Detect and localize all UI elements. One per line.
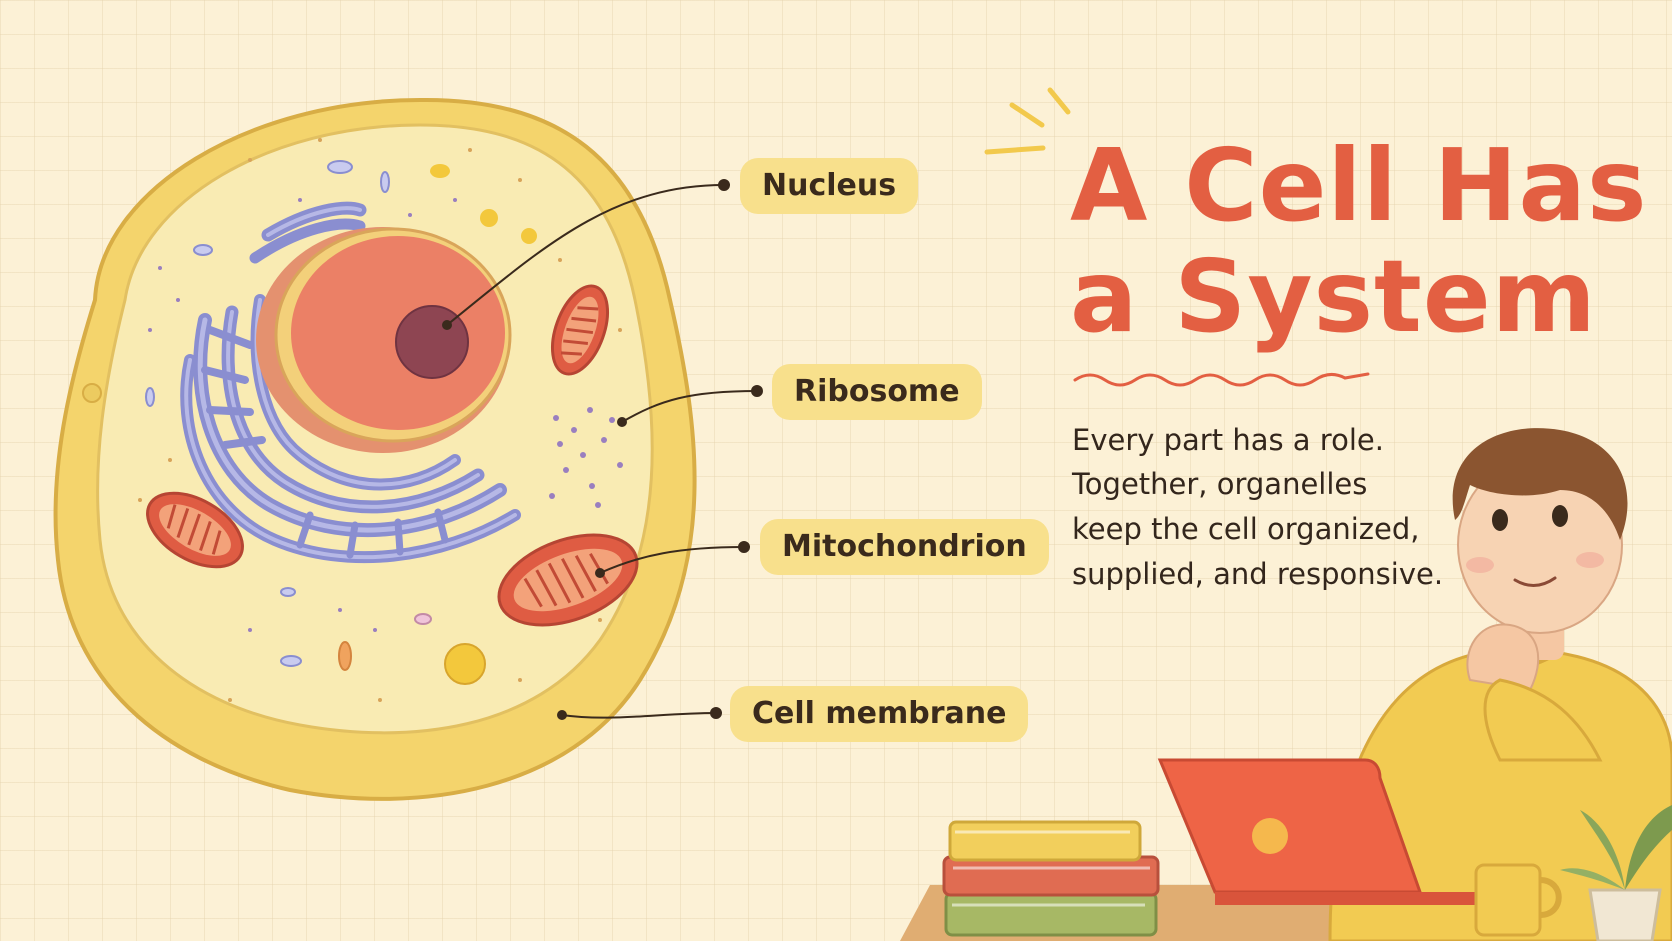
mitochondrion-left <box>146 491 244 569</box>
nucleus <box>256 227 512 453</box>
vesicles <box>145 160 537 685</box>
sparkle-lines-icon <box>984 87 1071 155</box>
leader-lines <box>442 179 763 720</box>
leader-ribosome <box>621 390 758 423</box>
label-mitochondrion: Mitochondrion <box>760 519 1049 575</box>
body-text-line: Together, organelles <box>1072 467 1368 501</box>
leader-membrane <box>561 712 717 719</box>
label-ribosome: Ribosome <box>772 364 982 420</box>
mitochondrion-bottom <box>497 533 639 627</box>
leader-mitochondrion <box>599 546 745 574</box>
title-line-2: a System <box>1070 238 1597 355</box>
body-text-line: Every part has a role. <box>1072 423 1384 457</box>
label-cell-membrane: Cell membrane <box>730 686 1029 742</box>
cytoplasm-specks <box>138 138 622 702</box>
cell-diagram <box>53 97 697 801</box>
wavy-underline <box>1073 372 1370 387</box>
laptop-icon <box>1157 758 1520 905</box>
mitochondrion-right <box>551 284 609 376</box>
leader-nucleus <box>446 184 725 326</box>
potted-plant-icon <box>1560 805 1672 941</box>
mug-icon <box>1474 863 1562 937</box>
book-stack-icon <box>942 820 1160 937</box>
body-text-line: supplied, and responsive. <box>1072 557 1444 591</box>
title-line-1: A Cell Has <box>1070 127 1648 244</box>
body-text-line: keep the cell organized, <box>1072 512 1420 546</box>
person-thinking-illustration <box>1328 428 1672 941</box>
ribosomes <box>148 198 623 632</box>
endoplasmic-reticulum <box>180 201 521 564</box>
desk-scene <box>900 428 1672 941</box>
label-nucleus: Nucleus <box>740 158 919 214</box>
